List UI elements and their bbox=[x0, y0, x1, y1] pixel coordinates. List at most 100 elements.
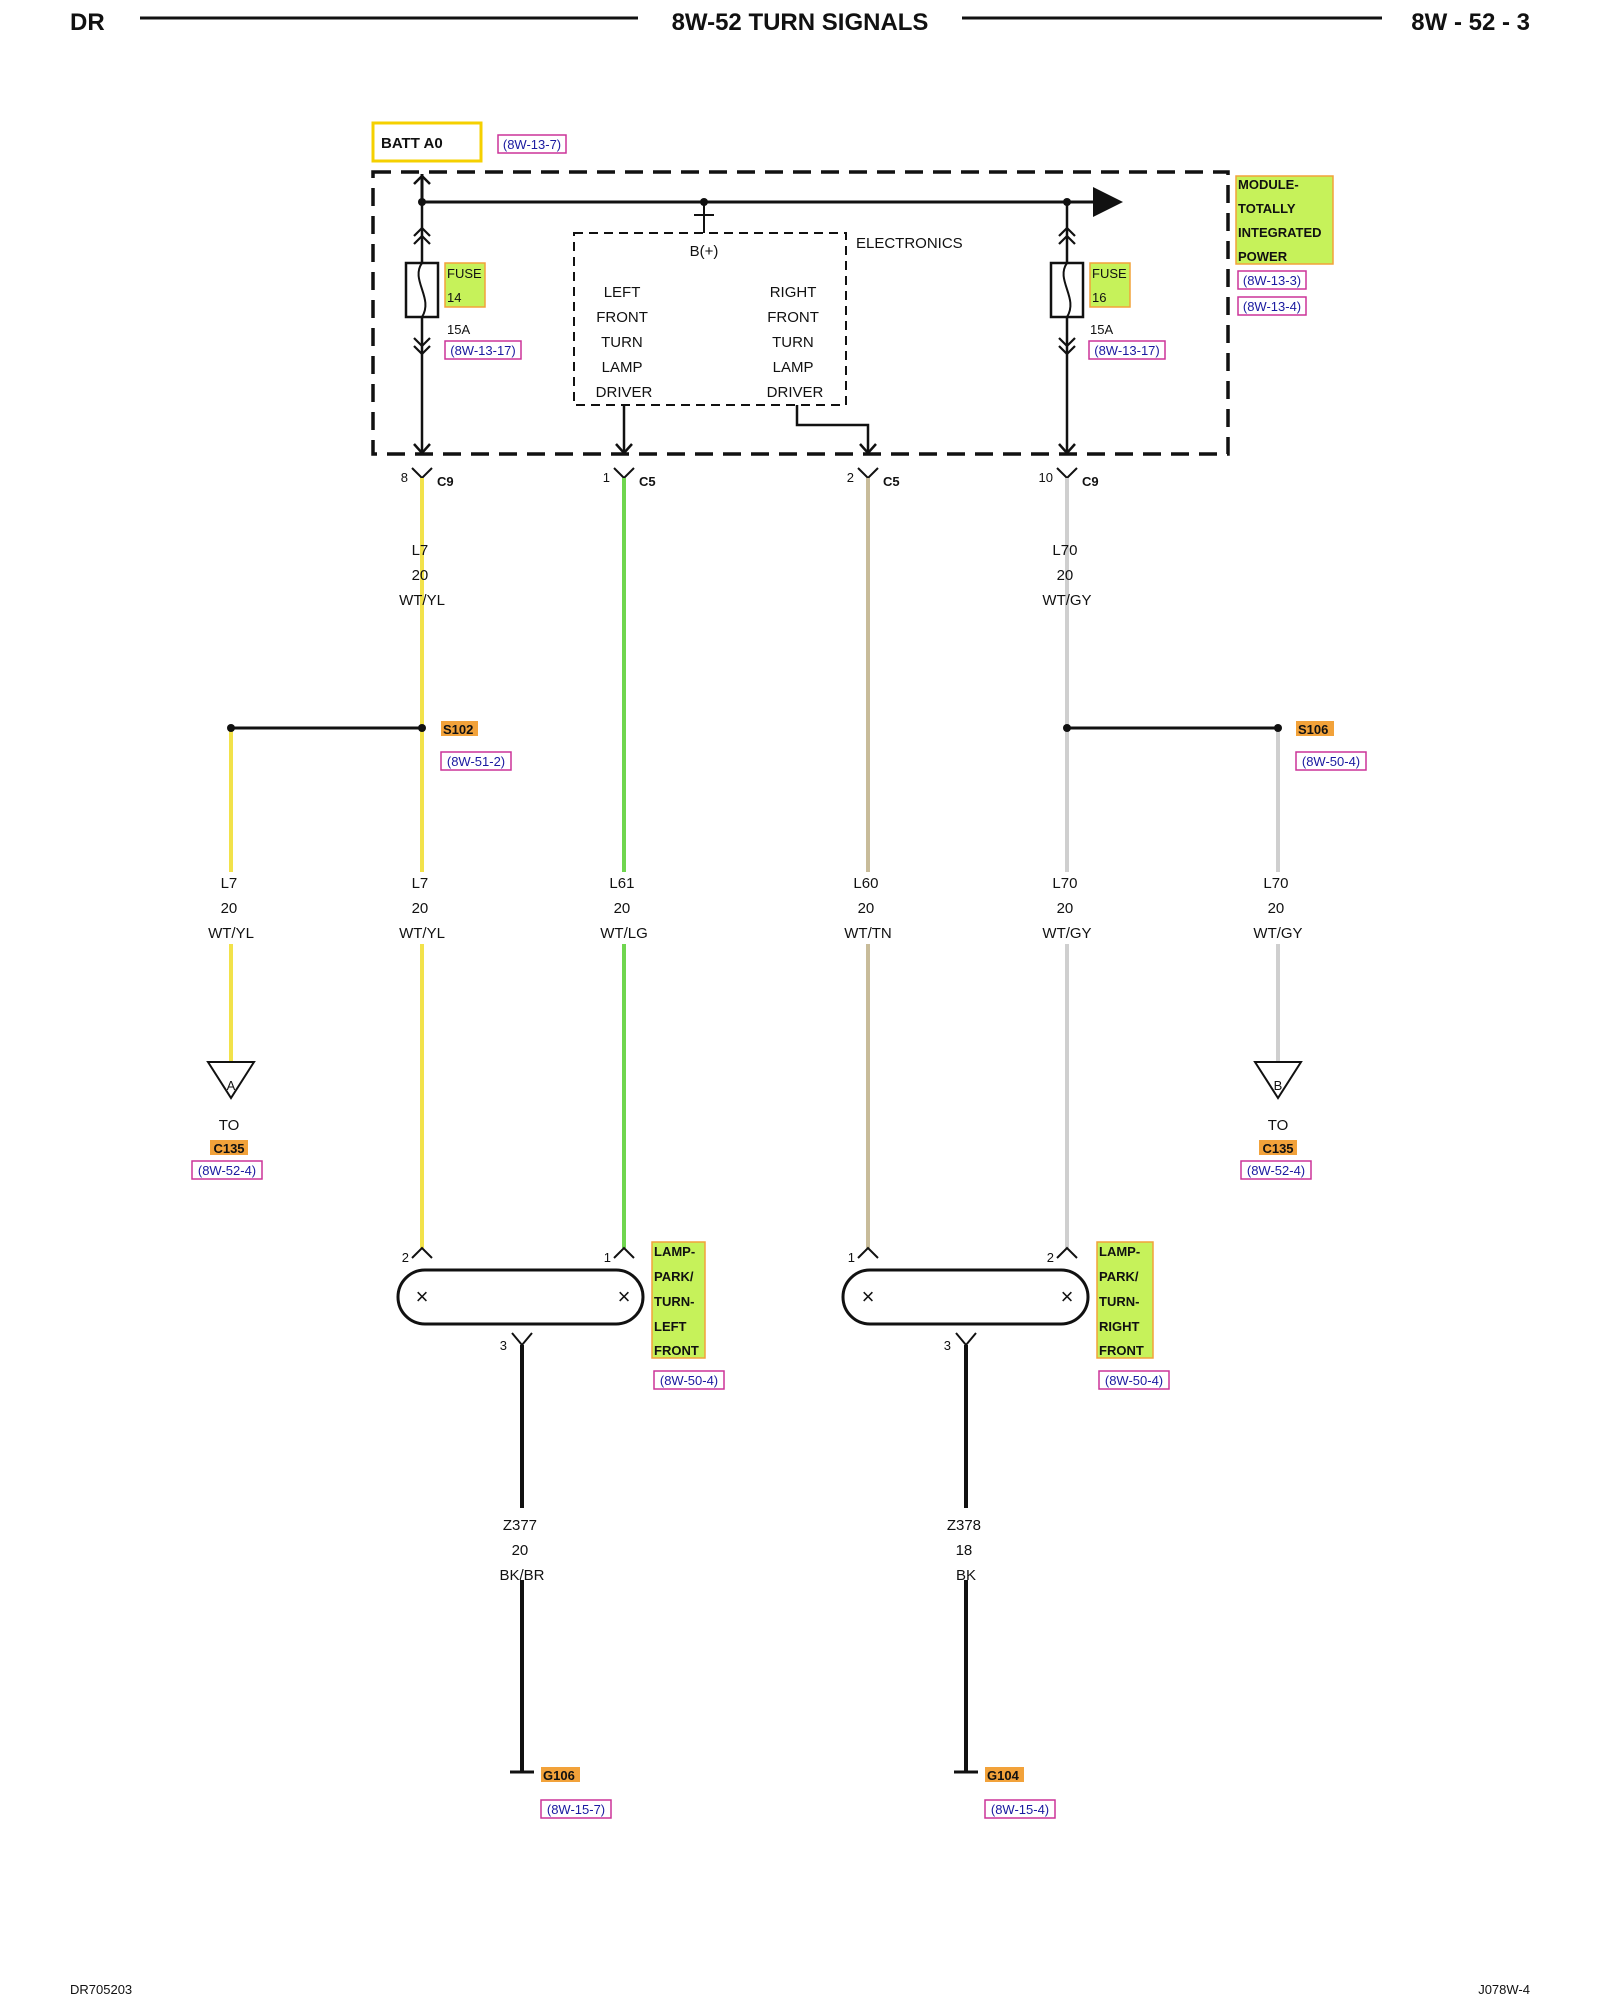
wires bbox=[227, 478, 1282, 1248]
electronics-box bbox=[573, 232, 847, 406]
wire-label-l60: L60 20 WT/TN bbox=[844, 875, 891, 942]
s102-highlight bbox=[441, 721, 478, 736]
wire-label-l70-main: L70 20 WT/GY bbox=[1042, 875, 1091, 942]
svg-text:×: × bbox=[618, 1284, 631, 1309]
wire-label-l70-upper: L70 20 WT/GY bbox=[1042, 542, 1091, 609]
header-left: DR bbox=[70, 9, 105, 36]
bplus-label: B(+) bbox=[690, 243, 719, 260]
c9-left-pin: 8 bbox=[401, 470, 408, 485]
s102-ref: (8W-51-2) bbox=[447, 754, 505, 769]
offpage-a-to: TO bbox=[219, 1117, 240, 1134]
svg-text:×: × bbox=[862, 1284, 875, 1309]
upper-wire-labels: L7 20 WT/YL L70 20 WT/GY bbox=[399, 542, 1092, 609]
fuse-16-highlight bbox=[1089, 262, 1131, 308]
splice-labels: S102 (8W-51-2) S106 (8W-50-4) bbox=[440, 721, 1367, 771]
offpage-a-symbol bbox=[206, 1061, 256, 1100]
wire-label-l7-branch: L7 20 WT/YL bbox=[208, 875, 254, 942]
lamp-left-pin-3: 3 bbox=[500, 1338, 507, 1353]
fuse-14-ref: (8W-13-17) bbox=[450, 343, 516, 358]
fuse-16-label: FUSE bbox=[1092, 266, 1127, 281]
wire-label-l70-branch: L70 20 WT/GY bbox=[1253, 875, 1302, 942]
fuse-14-highlight bbox=[444, 262, 486, 308]
module-connectors: 8 C9 1 C5 2 C5 10 C9 bbox=[401, 467, 1099, 489]
lamp-right-name-highlight bbox=[1096, 1241, 1154, 1359]
s102-name: S102 bbox=[443, 722, 473, 737]
offpage-b: B TO C135 (8W-52-4) bbox=[1240, 1061, 1312, 1180]
lamp-right-pin-3: 3 bbox=[944, 1338, 951, 1353]
ground-z378: Z378 18 BK G104 (8W-15-4) bbox=[932, 1345, 1056, 1819]
c9-right-pin: 10 bbox=[1039, 470, 1053, 485]
module-name-highlight bbox=[1235, 175, 1334, 265]
lamp-left-name-highlight bbox=[651, 1241, 706, 1359]
fuse-14-label: FUSE bbox=[447, 266, 482, 281]
svg-text:×: × bbox=[416, 1284, 429, 1309]
right-driver-output bbox=[795, 405, 870, 452]
lamp-right-name: LAMP- PARK/ TURN- RIGHT FRONT bbox=[1099, 1244, 1144, 1358]
fuse-14-number: 14 bbox=[447, 290, 461, 305]
fuse-16-ref-box bbox=[1088, 340, 1166, 360]
fuse-14-ref-box bbox=[444, 340, 522, 360]
module-ref2-box bbox=[1237, 296, 1307, 316]
right-driver-label: RIGHT FRONT TURN LAMP DRIVER bbox=[767, 284, 824, 401]
page-title: 8W-52 TURN SIGNALS bbox=[672, 9, 929, 36]
lamp-right-pin-1: 1 bbox=[848, 1250, 855, 1265]
s106-highlight bbox=[1296, 721, 1334, 736]
page-footer: DR705203 J078W-4 bbox=[70, 1982, 1530, 1997]
battery-ref-box bbox=[497, 134, 567, 154]
offpage-b-connector: C135 bbox=[1262, 1141, 1293, 1156]
lamp-left-ref: (8W-50-4) bbox=[660, 1373, 718, 1388]
lamp-right-ref: (8W-50-4) bbox=[1105, 1373, 1163, 1388]
lamp-right-body bbox=[841, 1268, 1090, 1326]
s102-ref-box bbox=[440, 751, 512, 771]
battery-label: BATT A0 bbox=[381, 135, 443, 152]
lamp-right-pin-2: 2 bbox=[1047, 1250, 1054, 1265]
c5-left-pin: 1 bbox=[603, 470, 610, 485]
lamp-left-front: 2 1 × × LAMP- PARK/ TURN- LEFT FRONT (8W… bbox=[396, 1241, 725, 1390]
left-driver-label: LEFT FRONT TURN LAMP DRIVER bbox=[596, 284, 653, 401]
lamp-left-pin-1: 1 bbox=[604, 1250, 611, 1265]
c5-right-pin: 2 bbox=[847, 470, 854, 485]
offpage-b-letter: B bbox=[1274, 1078, 1283, 1093]
battery-feed: BATT A0 (8W-13-7) bbox=[371, 121, 567, 163]
wire-label-l61: L61 20 WT/LG bbox=[600, 875, 648, 942]
ground-z377: Z377 20 BK/BR G106 (8W-15-7) bbox=[488, 1345, 612, 1819]
lamp-left-pin-2: 2 bbox=[402, 1250, 409, 1265]
s106-ref-box bbox=[1295, 751, 1367, 771]
footer-left: DR705203 bbox=[70, 1982, 132, 1997]
offpage-a-connector: C135 bbox=[213, 1141, 244, 1156]
page-header: DR 8W-52 TURN SIGNALS 8W - 52 - 3 bbox=[70, 9, 1530, 36]
s106-name: S106 bbox=[1298, 722, 1328, 737]
c5-left-name: C5 bbox=[639, 474, 656, 489]
fuse-14-rating: 15A bbox=[447, 322, 470, 337]
fuse-16-rating: 15A bbox=[1090, 322, 1113, 337]
fuse-16-number: 16 bbox=[1092, 290, 1106, 305]
offpage-a-letter: A bbox=[227, 1078, 236, 1093]
electronics-label: ELECTRONICS bbox=[856, 235, 963, 252]
ground-g104-ref: (8W-15-4) bbox=[991, 1802, 1049, 1817]
module-tipm: MODULE- TOTALLY INTEGRATED POWER (8W-13-… bbox=[371, 170, 1334, 456]
offpage-b-ref: (8W-52-4) bbox=[1247, 1163, 1305, 1178]
offpage-a: A TO C135 (8W-52-4) bbox=[191, 1061, 263, 1180]
footer-right: J078W-4 bbox=[1478, 1982, 1530, 1997]
c9-left-name: C9 bbox=[437, 474, 454, 489]
svg-text:×: × bbox=[1061, 1284, 1074, 1309]
lamp-left-body bbox=[396, 1268, 645, 1326]
c5-right-name: C5 bbox=[883, 474, 900, 489]
ground-g106-ref: (8W-15-7) bbox=[547, 1802, 605, 1817]
lamp-left-name: LAMP- PARK/ TURN- LEFT FRONT bbox=[654, 1244, 699, 1358]
offpage-a-ref: (8W-52-4) bbox=[198, 1163, 256, 1178]
ground-g104-name: G104 bbox=[987, 1768, 1020, 1783]
module-ref1-box bbox=[1237, 270, 1307, 290]
battery-ref: (8W-13-7) bbox=[503, 137, 561, 152]
wire-label-z378: Z378 18 BK bbox=[947, 1517, 985, 1584]
wire-label-l7-main: L7 20 WT/YL bbox=[399, 875, 445, 942]
offpage-b-to: TO bbox=[1268, 1117, 1289, 1134]
module-ref-1: (8W-13-3) bbox=[1243, 273, 1301, 288]
s106-ref: (8W-50-4) bbox=[1302, 754, 1360, 769]
wire-label-z377: Z377 20 BK/BR bbox=[499, 1517, 544, 1584]
header-right: 8W - 52 - 3 bbox=[1411, 9, 1530, 36]
ground-g106-name: G106 bbox=[543, 1768, 575, 1783]
wire-label-l7-upper: L7 20 WT/YL bbox=[399, 542, 445, 609]
module-name: MODULE- TOTALLY INTEGRATED POWER bbox=[1238, 177, 1325, 264]
